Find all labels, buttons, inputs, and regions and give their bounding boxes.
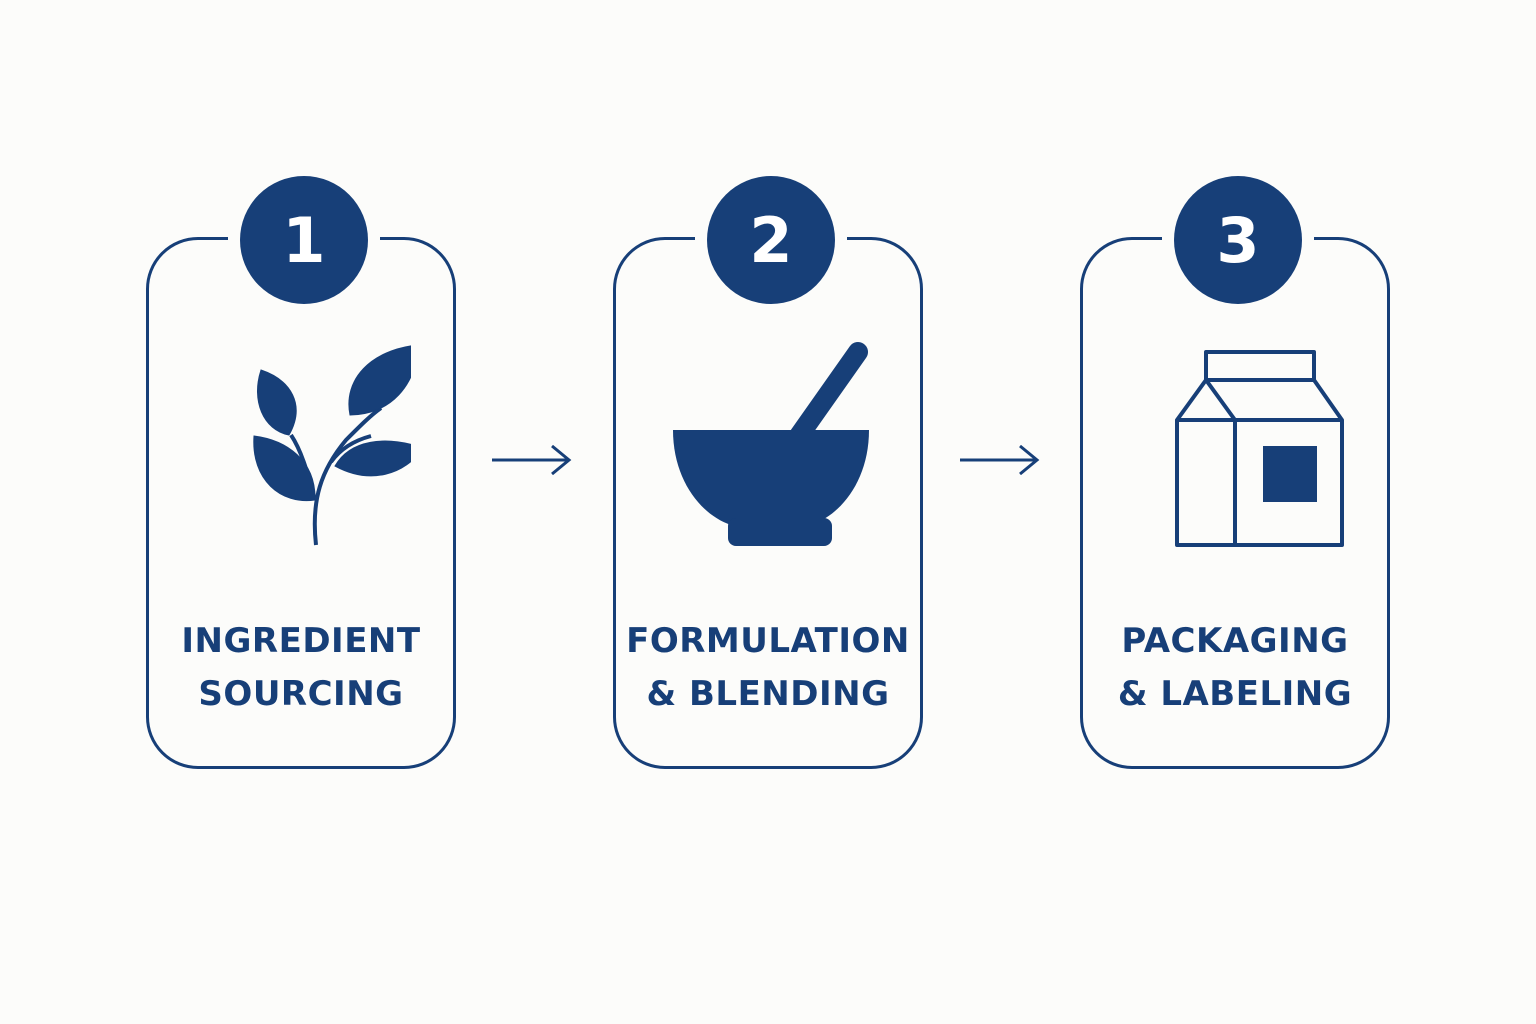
step-number-badge: 3 <box>1174 176 1302 304</box>
step-number-badge: 2 <box>707 176 835 304</box>
step-card-ingredient-sourcing: 1 INGREDIENT SOURCING <box>146 176 456 769</box>
arrow-right-icon <box>960 445 1040 475</box>
step-label: INGREDIENT SOURCING <box>181 621 421 714</box>
leaf-sprout-icon <box>253 345 411 546</box>
step-label: PACKAGING & LABELING <box>1117 621 1353 714</box>
mortar-pestle-icon <box>673 342 869 546</box>
step-card-packaging-labeling: 3 PACKAGING & LABELING <box>1080 176 1390 769</box>
arrow-right-icon <box>492 445 572 475</box>
step-card-formulation-blending: 2 FORMULATION & BLENDING <box>613 176 923 769</box>
step-label: FORMULATION & BLENDING <box>626 621 910 714</box>
step-number-badge: 1 <box>240 176 368 304</box>
carton-box-icon <box>1175 350 1344 547</box>
